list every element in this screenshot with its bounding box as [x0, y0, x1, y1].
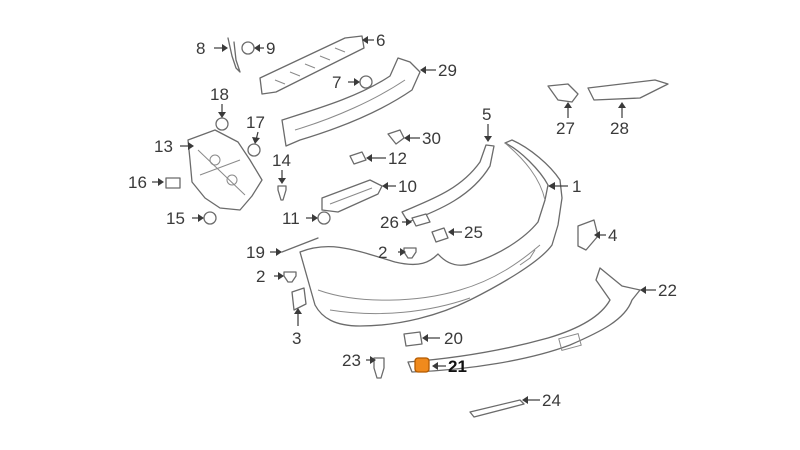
part-17-clip	[247, 143, 261, 157]
callout-12: 12	[388, 149, 407, 168]
callout-11: 11	[282, 209, 300, 228]
callout-4: 4	[608, 226, 617, 245]
callout-7: 7	[332, 73, 341, 92]
part-19-rod	[281, 237, 319, 253]
part-20-clip	[403, 331, 423, 347]
part-4-side-clip	[577, 219, 599, 251]
callout-22: 22	[658, 281, 677, 300]
callout-18: 18	[210, 85, 229, 104]
callout-8: 8	[196, 39, 205, 58]
part-24-trim	[469, 399, 525, 418]
part-25-clip	[431, 227, 449, 243]
leader-lines	[152, 36, 656, 404]
part-13-bracket	[187, 129, 263, 211]
callout-13: 13	[154, 137, 173, 156]
callout-5: 5	[482, 105, 491, 124]
part-2a-screw	[403, 247, 417, 259]
callout-19: 19	[246, 243, 265, 262]
part-5-upper-strip	[401, 144, 495, 223]
part-23-bolt	[373, 357, 385, 379]
callout-9: 9	[266, 39, 275, 58]
part-28-trim	[587, 79, 669, 101]
part-8-hook	[227, 37, 241, 73]
part-11-nut	[317, 211, 331, 225]
callout-16: 16	[128, 173, 147, 192]
callout-labels: 1 2 2 3 4 5 6 7 8 9 10 11 12 13 14 15 16…	[128, 31, 677, 410]
callout-6: 6	[376, 31, 385, 50]
part-12-clip	[349, 151, 367, 165]
part-26-clip	[411, 213, 431, 227]
part-22-diffuser	[407, 267, 641, 373]
part-9-nut	[241, 41, 255, 55]
part-18-grommet	[215, 117, 229, 131]
part-6-absorber	[259, 35, 365, 95]
part-21-highlighted-clip	[414, 357, 430, 373]
callout-15: 15	[166, 209, 185, 228]
part-1-bumper-cover	[299, 139, 563, 327]
callout-2a: 2	[378, 243, 387, 262]
callout-10: 10	[398, 177, 417, 196]
part-30-clip	[387, 129, 405, 145]
callout-2b: 2	[256, 267, 265, 286]
callout-28: 28	[610, 119, 629, 138]
part-27-reflector	[547, 83, 579, 103]
part-10-side-bracket	[321, 179, 383, 213]
callout-29: 29	[438, 61, 457, 80]
part-16-clip	[165, 177, 181, 189]
part-29-impact-bar	[281, 57, 421, 147]
part-2b-screw	[283, 271, 297, 283]
callout-17: 17	[246, 113, 265, 132]
callout-3: 3	[292, 329, 301, 348]
callout-25: 25	[464, 223, 483, 242]
callout-27: 27	[556, 119, 575, 138]
callout-21: 21	[448, 357, 467, 376]
part-15-nut	[203, 211, 217, 225]
callout-23: 23	[342, 351, 361, 370]
callout-30: 30	[422, 129, 441, 148]
callout-24: 24	[542, 391, 561, 410]
callout-20: 20	[444, 329, 463, 348]
callout-14: 14	[272, 151, 291, 170]
part-14-bolt	[277, 185, 287, 201]
callout-1: 1	[572, 177, 581, 196]
part-7-nut	[359, 75, 373, 89]
callout-26: 26	[380, 213, 399, 232]
part-3-bracket	[291, 287, 307, 311]
